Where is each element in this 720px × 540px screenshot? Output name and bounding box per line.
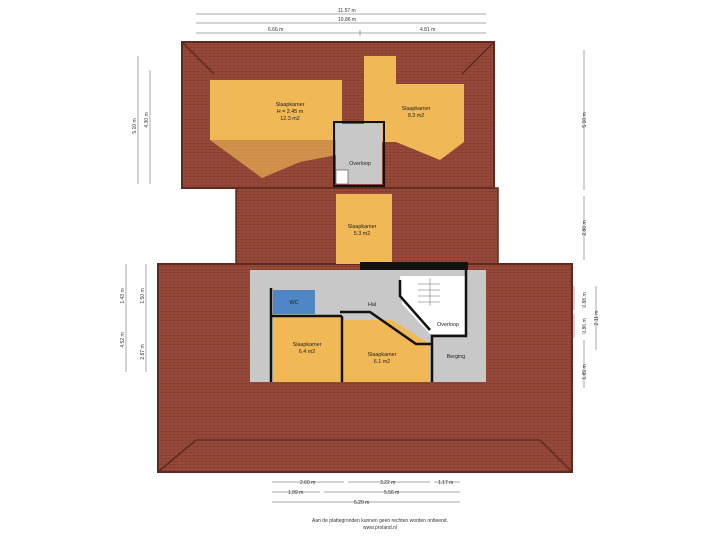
dim-left-outer-top: 5.10 m	[132, 118, 138, 133]
dim-bottom-1: 2.60 m	[300, 480, 315, 486]
dim-left-inner-top: 4.30 m	[144, 112, 150, 127]
label-hal: Hal	[368, 302, 376, 308]
dim-right-mid: 2.80 m	[582, 220, 588, 235]
dim-right-3: 2.11 m	[594, 311, 600, 326]
dim-right-4: 1.89 m	[582, 364, 588, 379]
stair-steps	[418, 278, 440, 306]
dim-right-2: 0.86 m	[582, 318, 588, 333]
dim-bottom-5: 5.56 m	[384, 490, 399, 496]
dim-top	[196, 13, 486, 36]
dim-top-total: 11.57 m	[338, 8, 356, 14]
dim-bottom-3: 1.17 m	[438, 480, 453, 486]
footer-disclaimer: Aan de plattegronden kunnen geen rechten…	[312, 518, 448, 524]
dim-left	[125, 56, 151, 372]
dim-bottom-2: 3.22 m	[380, 480, 395, 486]
dim-left-1: 1.43 m	[120, 288, 126, 303]
label-slaapkamer-4: Slaapkamer	[293, 342, 322, 348]
room-slaapkamer-5	[344, 320, 430, 382]
label-slaapkamer-1: Slaapkamer	[276, 102, 305, 108]
label-slaapkamer-2: Slaapkamer	[402, 106, 431, 112]
label-overloop-lower: Overloop	[437, 322, 459, 328]
label-slaapkamer-1-height: H = 2.45 m	[277, 109, 304, 115]
label-overloop-upper: Overloop	[349, 161, 371, 167]
dim-bottom	[272, 481, 460, 503]
room-slaapkamer-3	[336, 194, 392, 264]
dim-right-1: 0.88 m	[582, 292, 588, 307]
label-berging: Berging	[447, 354, 466, 360]
label-wc: WC	[290, 300, 299, 306]
dim-left-4: 2.87 m	[140, 344, 146, 359]
wall-black-top	[360, 262, 468, 270]
dim-right-top: 5.10 m	[582, 112, 588, 127]
dim-bottom-total: 5.20 m	[354, 500, 369, 506]
label-slaapkamer-1-area: 12.3 m2	[280, 116, 299, 122]
label-slaapkamer-5: Slaapkamer	[368, 352, 397, 358]
room-slaapkamer-1	[210, 80, 342, 184]
wall-overloop-upper	[333, 121, 385, 187]
dim-left-3: 4.52 m	[120, 332, 126, 347]
dim-top-left: 6.66 m	[268, 27, 283, 33]
dim-right	[573, 50, 597, 388]
dim-top-right: 4.81 m	[420, 27, 435, 33]
dim-top-inner: 10.86 m	[338, 17, 356, 23]
roof-slope-middle-right	[392, 196, 432, 258]
label-slaapkamer-2-area: 9.3 m2	[408, 113, 424, 119]
footer-website: www.proland.nl	[363, 525, 397, 531]
dim-left-2: 1.50 m	[140, 288, 146, 303]
label-slaapkamer-3-area: 5.3 m2	[354, 231, 370, 237]
room-slaapkamer-2	[364, 56, 464, 160]
room-berging	[432, 338, 484, 382]
dim-bottom-4: 1.99 m	[288, 490, 303, 496]
label-slaapkamer-4-area: 6.4 m2	[299, 349, 315, 355]
room-slaapkamer-4	[273, 316, 341, 382]
stair-upper	[335, 169, 349, 185]
room-wc	[273, 290, 315, 314]
label-slaapkamer-3: Slaapkamer	[348, 224, 377, 230]
roof-slope-middle-left	[290, 196, 336, 258]
label-slaapkamer-5-area: 6.1 m2	[374, 359, 390, 365]
stairwell	[400, 276, 466, 334]
